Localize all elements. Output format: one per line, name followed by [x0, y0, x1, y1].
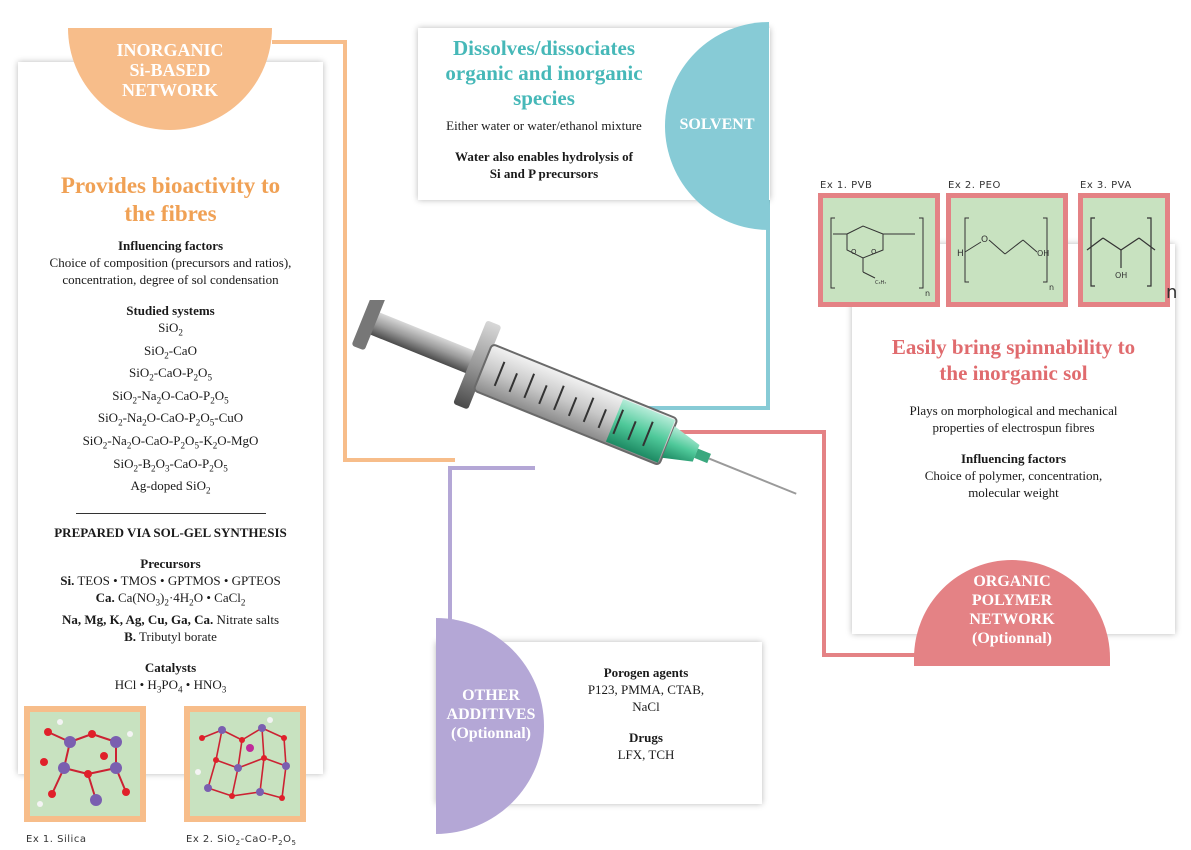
solvent-content: Dissolves/dissociates organic and inorga… [418, 36, 670, 182]
studied-system-item: SiO2-Na2O-CaO-P2O5 [112, 387, 229, 406]
precursor-item: Si. TEOS • TMOS • GPTMOS • GPTEOS [60, 572, 281, 588]
polymer-content: Easily bring spinnability to the inorgan… [852, 334, 1175, 501]
catalysts-text: HCl • H3PO4 • HNO3 [114, 677, 227, 695]
influencing-text: concentration, degree of sol condensatio… [62, 272, 279, 287]
solvent-connector [612, 198, 770, 410]
influencing-title: Influencing factors [117, 238, 224, 253]
solvent-text: Water also enables hydrolysis of [455, 149, 633, 164]
svg-text:n: n [925, 289, 930, 298]
badge-line: (Optionnal) [971, 630, 1052, 647]
inorganic-connector [272, 40, 455, 462]
drugs-text: LFX, TCH [617, 747, 675, 762]
example-caption: Ex 2. SiO2-CaO-P2O5 [186, 834, 297, 847]
solvent-heading: Dissolves/dissociates [452, 36, 635, 60]
porogen-text: NaCl [632, 699, 660, 714]
silica-molecule-image [24, 706, 146, 822]
precursor-item: B. Tributyl borate [124, 629, 217, 645]
inorganic-panel [18, 62, 323, 774]
badge-line: OTHER [462, 687, 520, 704]
pva-subscript-n: n [1166, 282, 1178, 303]
peo-structure-image: H O OH n [946, 193, 1068, 307]
inorganic-badge-label: INORGANIC Si-BASED NETWORK [68, 40, 272, 100]
badge-line: ORGANIC [973, 573, 1051, 590]
svg-text:O: O [981, 235, 988, 245]
svg-text:OH: OH [1115, 271, 1127, 280]
solvent-heading: species [513, 86, 575, 110]
polymer-influencing-title: Influencing factors [960, 451, 1067, 466]
pva-structure-drawing: OH [1086, 217, 1156, 287]
example-caption: Ex 1. PVB [820, 180, 873, 191]
studied-system-item: SiO2-Na2O-CaO-P2O5-K2O-MgO [82, 432, 259, 451]
bioglass-molecule-drawing [195, 717, 290, 801]
badge-line: (Optionnal) [450, 725, 531, 742]
svg-text:C₃H₇: C₃H₇ [875, 280, 886, 286]
studied-title: Studied systems [126, 303, 215, 318]
svg-text:H: H [957, 249, 964, 259]
example-caption: Ex 1. Silica [26, 834, 87, 845]
syringe-illustration [352, 300, 797, 495]
divider [75, 512, 266, 514]
badge-line: POLYMER [971, 592, 1053, 609]
catalysts-title: Catalysts [144, 660, 197, 676]
badge-line: ADDITIVES [446, 706, 536, 723]
additives-connector [448, 466, 535, 660]
precursors-title: Precursors [140, 555, 201, 571]
svg-text:O: O [851, 248, 857, 256]
svg-text:O: O [871, 248, 877, 256]
badge-line: NETWORK [121, 80, 218, 100]
polymer-influencing-text: molecular weight [968, 485, 1059, 500]
polymer-heading: the inorganic sol [939, 361, 1088, 385]
studied-system-item: SiO2-Na2O-CaO-P2O5-CuO [97, 410, 244, 428]
inorganic-heading: the fibres [124, 201, 217, 226]
badge-line: NETWORK [969, 611, 1055, 628]
studied-system-item: SiO2-B2O3-CaO-P2O5 [113, 455, 228, 474]
badge-line: Si-BASED [129, 60, 211, 80]
polymer-influencing-text: Choice of polymer, concentration, [924, 468, 1103, 483]
example-caption: Ex 2. PEO [948, 180, 1001, 191]
polymer-connector [612, 430, 915, 657]
prepared-heading: PREPARED VIA SOL-GEL SYNTHESIS [54, 524, 287, 540]
svg-text:n: n [1049, 283, 1054, 292]
pva-structure-image: OH [1078, 193, 1170, 307]
solvent-heading: organic and inorganic [445, 61, 643, 85]
influencing-text: Choice of composition (precursors and ra… [49, 255, 292, 270]
polymer-badge-label: ORGANIC POLYMER NETWORK (Optionnal) [914, 572, 1110, 648]
polymer-heading: Easily bring spinnability to [891, 335, 1136, 359]
porogen-title: Porogen agents [603, 665, 689, 680]
precursor-item: Ca. Ca(NO3)2·4H2O • CaCl2 [95, 589, 246, 608]
solvent-text: Si and P precursors [489, 166, 599, 181]
polymer-text: properties of electrospun fibres [932, 420, 1095, 435]
studied-system-item: Ag-doped SiO2 [130, 478, 211, 496]
example-caption: Ex 3. PVA [1080, 180, 1132, 191]
polymer-text: Plays on morphological and mechanical [909, 403, 1118, 418]
silica-molecule-drawing [37, 719, 133, 807]
studied-system-item: SiO2 [158, 320, 183, 338]
bioglass-molecule-image [184, 706, 306, 822]
additives-content: Porogen agents P123, PMMA, CTAB, NaCl Dr… [546, 664, 746, 763]
porogen-text: P123, PMMA, CTAB, [587, 682, 705, 697]
inorganic-heading: Provides bioactivity to [60, 173, 281, 198]
studied-system-item: SiO2-CaO [144, 342, 197, 361]
solvent-badge-label: SOLVENT [679, 116, 755, 133]
studied-system-item: SiO2-CaO-P2O5 [129, 365, 212, 383]
precursor-item: Na, Mg, K, Ag, Cu, Ga, Ca. Nitrate salts [61, 612, 280, 628]
pvb-structure-drawing: O O C₃H₇ n [830, 217, 930, 298]
svg-text:OH: OH [1037, 249, 1049, 258]
inorganic-content: Provides bioactivity to the fibres Influ… [18, 172, 323, 699]
drugs-title: Drugs [629, 730, 663, 745]
solvent-text: Either water or water/ethanol mixture [446, 118, 642, 133]
pvb-structure-image: O O C₃H₇ n [818, 193, 940, 307]
additives-badge-label: OTHER ADDITIVES (Optionnal) [436, 686, 546, 743]
peo-structure-drawing: H O OH n [957, 217, 1054, 292]
badge-line: INORGANIC [116, 40, 224, 60]
